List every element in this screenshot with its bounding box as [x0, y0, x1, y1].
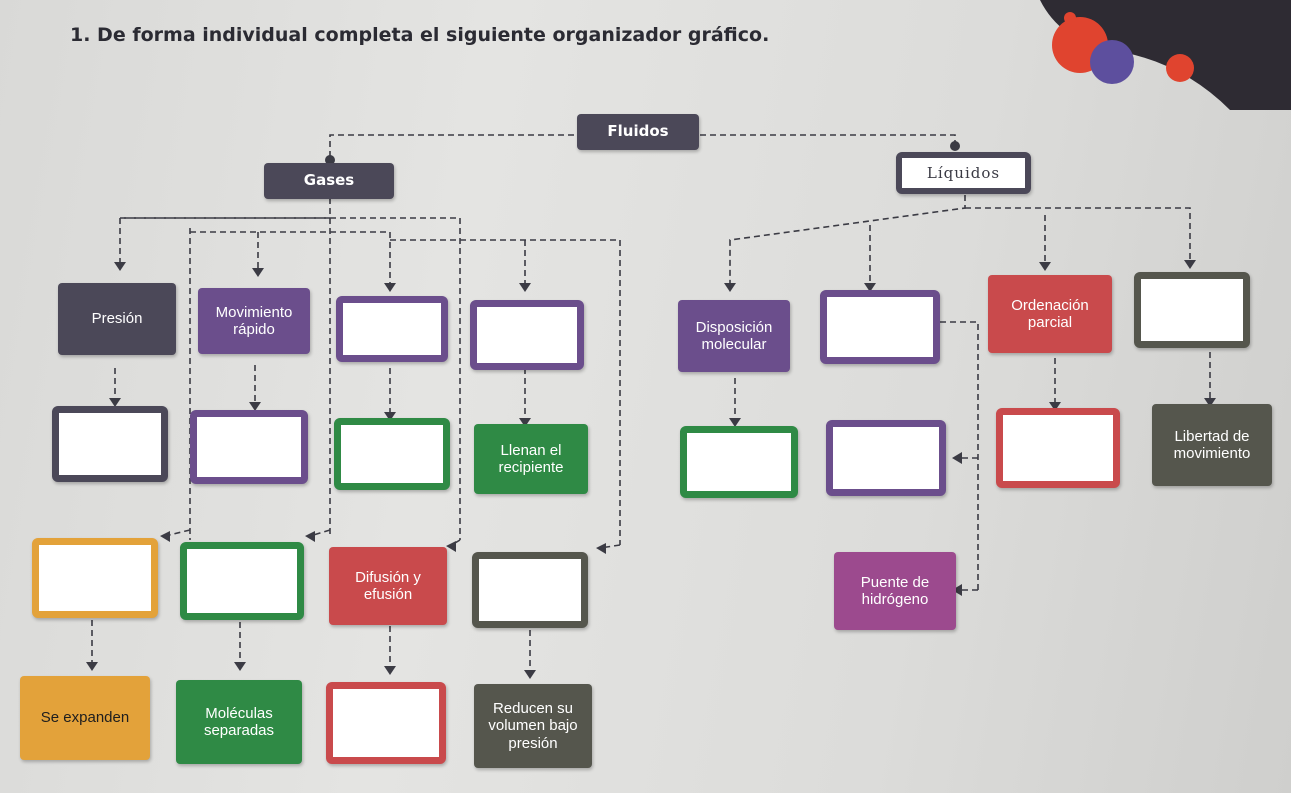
blank-box-liquidos-r2c3[interactable]	[996, 408, 1120, 488]
node-libertad-movimiento: Libertad de movimiento	[1152, 404, 1272, 486]
blank-box-gases-r3c1[interactable]	[32, 538, 158, 618]
node-difusion-efusion: Difusión y efusión	[329, 547, 447, 625]
root-node-fluidos: Fluidos	[577, 114, 699, 150]
node-reducen-volumen: Reducen su volumen bajo presión	[474, 684, 592, 768]
blank-box-gases-r2c3[interactable]	[334, 418, 450, 490]
node-presion: Presión	[58, 283, 176, 355]
blank-box-liquidos-r1c2[interactable]	[820, 290, 940, 364]
decorative-circles	[1040, 0, 1291, 110]
blank-box-gases-r2c2[interactable]	[190, 410, 308, 484]
node-ordenacion-parcial: Ordenación parcial	[988, 275, 1112, 353]
instruction-text: 1. De forma individual completa el sigui…	[70, 24, 770, 46]
node-disposicion-molecular: Disposición molecular	[678, 300, 790, 372]
blank-box-liquidos-r2c2[interactable]	[826, 420, 946, 496]
node-puente-hidrogeno: Puente de hidrógeno	[834, 552, 956, 630]
blank-box-liquidos-r1c4[interactable]	[1134, 272, 1250, 348]
blank-box-gases-r4c3[interactable]	[326, 682, 446, 764]
node-moleculas-separadas: Moléculas separadas	[176, 680, 302, 764]
branch-node-gases: Gases	[264, 163, 394, 199]
node-se-expanden: Se expanden	[20, 676, 150, 760]
blank-box-gases-r1c3[interactable]	[336, 296, 448, 362]
blank-box-gases-r2c1[interactable]	[52, 406, 168, 482]
node-movimiento-rapido: Movimiento rápido	[198, 288, 310, 354]
branch-node-liquidos: Líquidos	[896, 152, 1031, 194]
blank-box-gases-r3c4[interactable]	[472, 552, 588, 628]
blank-box-gases-r1c4[interactable]	[470, 300, 584, 370]
blank-box-liquidos-r2c1[interactable]	[680, 426, 798, 498]
handwritten-answer: Líquidos	[926, 164, 1001, 182]
blank-box-gases-r3c2[interactable]	[180, 542, 304, 620]
node-llenan-recipiente: Llenan el recipiente	[474, 424, 588, 494]
